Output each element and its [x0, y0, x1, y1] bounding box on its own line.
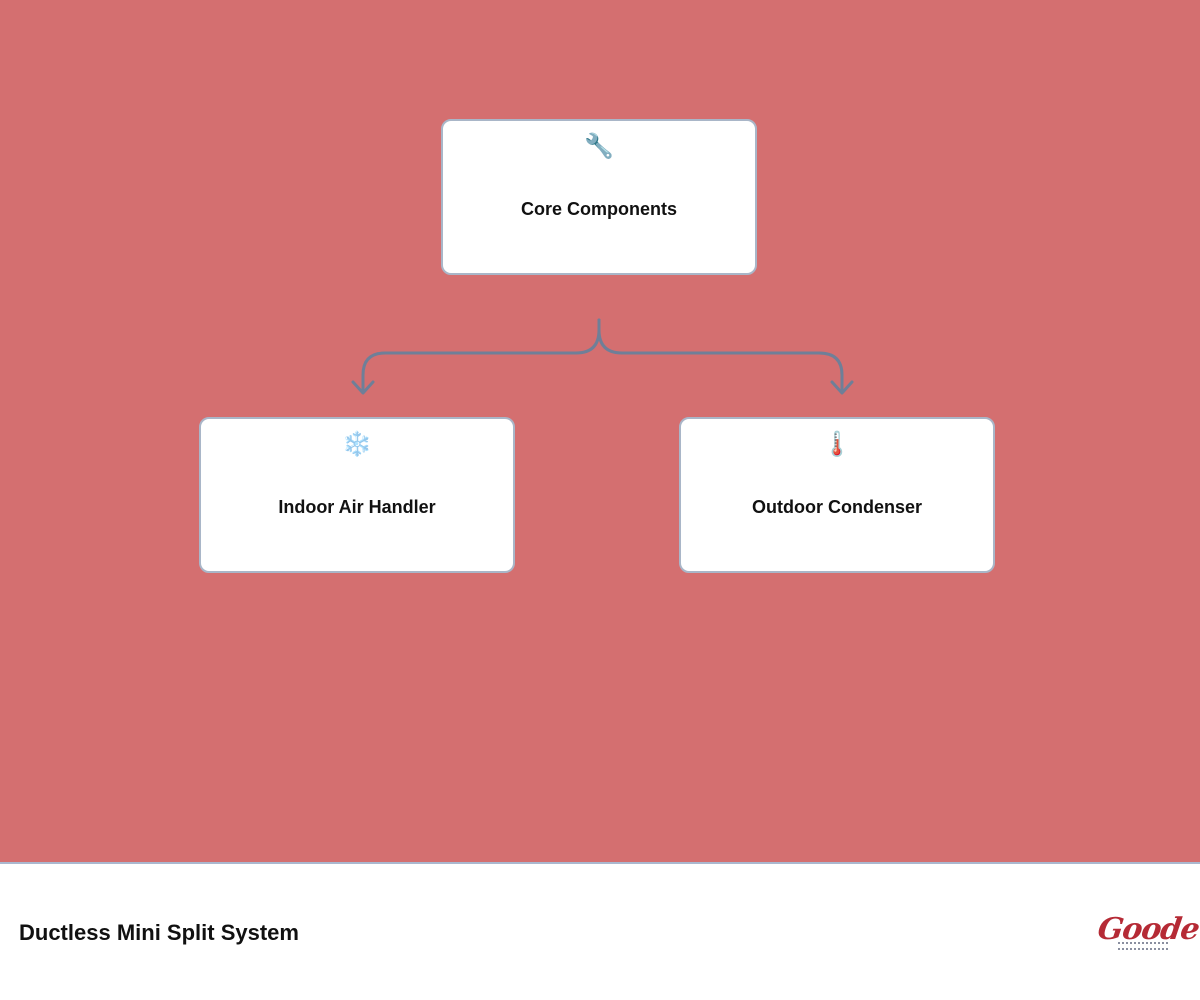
branch-connector: [351, 318, 854, 395]
node-label: Core Components: [520, 199, 677, 219]
arrowhead-left: [351, 380, 375, 395]
connector-right-branch: [597, 318, 844, 394]
node-core-components: 🔧 Core Components: [441, 119, 757, 275]
company-logo: Goode: [1096, 912, 1200, 956]
node-label: Indoor Air Handler: [278, 497, 436, 517]
connector-left-branch: [361, 318, 601, 394]
node-indoor-air-handler: ❄️ Indoor Air Handler: [199, 417, 515, 573]
node-outdoor-condenser: 🌡️ Outdoor Condenser: [679, 417, 995, 573]
diagram-canvas: 🔧 Core Components ❄️ Indoor Air Handler …: [0, 0, 1200, 862]
node-label: Outdoor Condenser: [752, 497, 922, 517]
page-title: Ductless Mini Split System: [19, 920, 299, 945]
snowflake-icon: ❄️: [342, 431, 372, 458]
logo-tagline-mark: [1118, 942, 1168, 950]
thermometer-icon: 🌡️: [822, 431, 852, 458]
footer-bar: Ductless Mini Split System Goode: [0, 862, 1200, 1000]
wrench-icon: 🔧: [584, 133, 614, 160]
arrowhead-right: [830, 380, 854, 395]
